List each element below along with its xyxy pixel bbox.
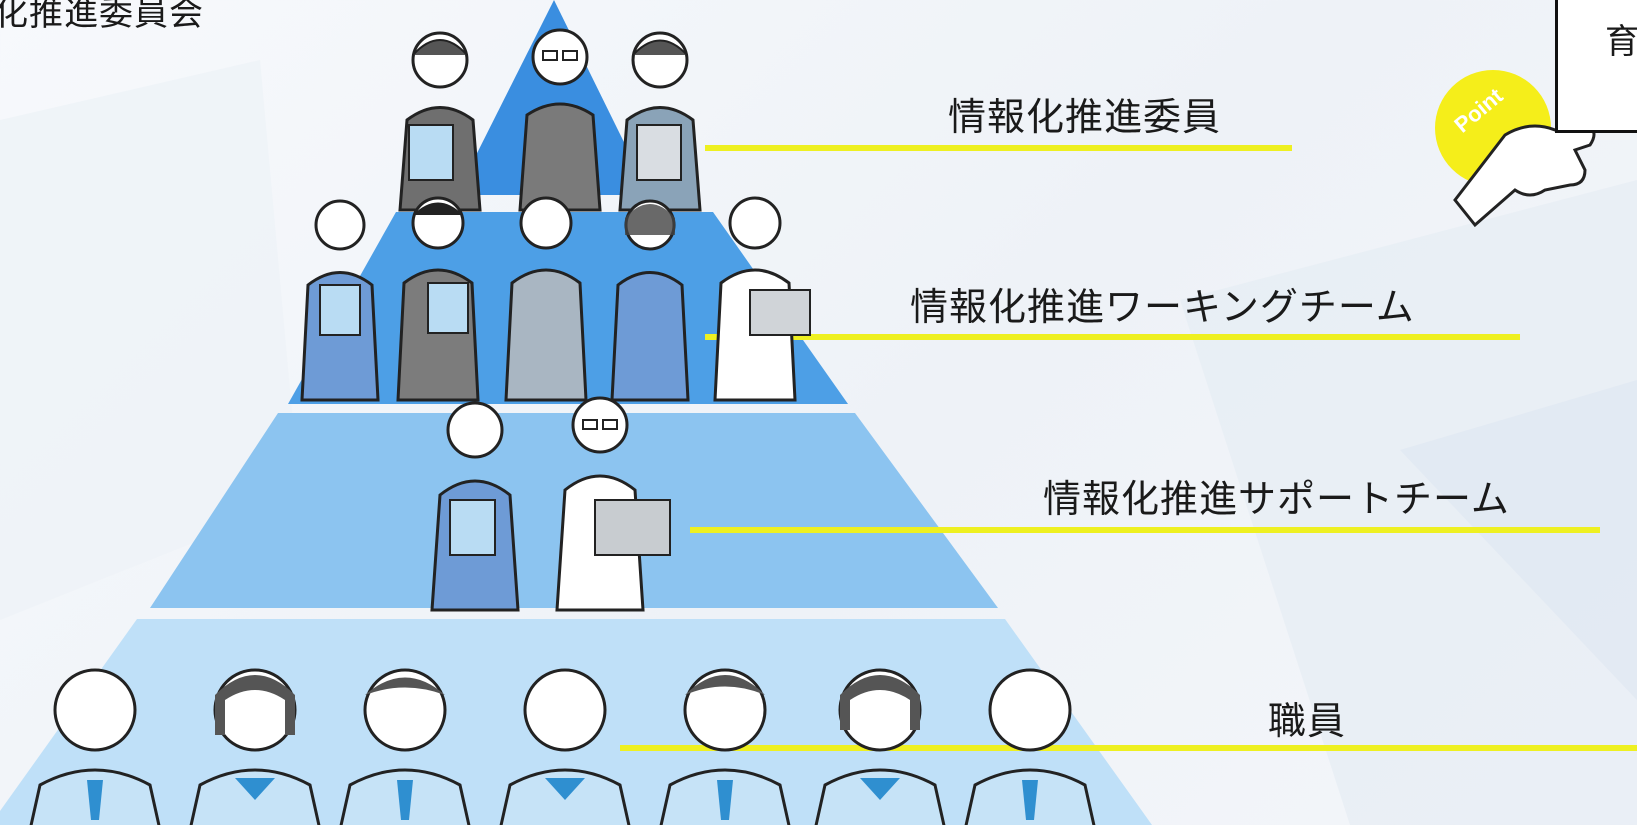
person — [29, 668, 161, 825]
leader-line-3 — [690, 527, 1600, 533]
pointing-hand-icon — [1453, 123, 1596, 228]
person — [964, 668, 1096, 825]
person — [430, 401, 520, 612]
committee-title: 化推進委員会 — [0, 0, 204, 34]
person — [339, 668, 471, 825]
person — [398, 31, 482, 212]
person — [518, 28, 602, 212]
tier-3-label: 情報化推進サポートチーム — [1043, 477, 1510, 521]
person — [610, 199, 690, 402]
point-badge: Point — [1435, 70, 1596, 228]
person — [396, 196, 480, 402]
tier-2-label: 情報化推進ワーキングチーム — [910, 285, 1415, 329]
person — [499, 668, 631, 825]
leader-line-4 — [620, 745, 1637, 751]
person — [300, 199, 380, 402]
tier-3-people — [430, 396, 671, 612]
person — [189, 668, 321, 825]
person — [618, 31, 702, 212]
person — [713, 196, 811, 402]
side-note-box — [1555, 0, 1637, 133]
person — [814, 668, 946, 825]
tier-4-people — [29, 668, 1096, 825]
tier-1-people — [398, 28, 702, 212]
tier-1-shape — [456, 0, 650, 195]
tier-1-label: 情報化推進委員 — [948, 95, 1222, 139]
leader-line-1 — [705, 145, 1292, 151]
side-note-text: 育 — [1605, 22, 1637, 62]
person — [659, 668, 791, 825]
person — [555, 396, 671, 612]
tier-2-people — [300, 196, 811, 402]
tier-4-label: 職員 — [1268, 699, 1347, 743]
person — [504, 196, 588, 402]
leader-line-2 — [705, 334, 1520, 340]
